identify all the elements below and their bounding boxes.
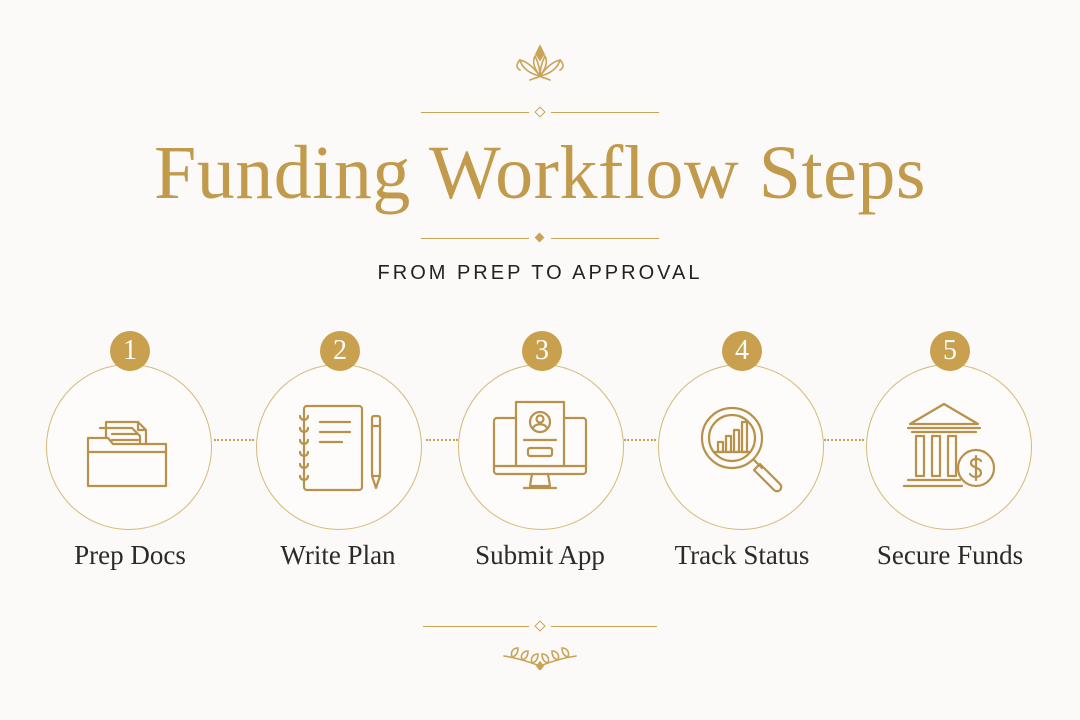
top-lotus-ornament-icon — [516, 44, 564, 81]
connector-4-5 — [824, 439, 864, 441]
bottom-divider-left — [423, 626, 529, 627]
page-title: Funding Workflow Steps — [154, 131, 926, 215]
top-divider-right — [551, 112, 659, 113]
title-divider-right — [551, 238, 659, 239]
top-divider-diamond — [534, 106, 546, 118]
magnifier-chart-icon — [700, 406, 783, 493]
step-3: 3 — [458, 331, 626, 532]
connector-1-2 — [214, 439, 254, 441]
top-divider-left — [421, 112, 529, 113]
step-number-badge: 1 — [110, 331, 150, 371]
step-circle — [256, 364, 422, 530]
step-2: 2 — [256, 331, 424, 532]
folder-documents-icon — [86, 420, 168, 488]
title-divider-left — [421, 238, 529, 239]
title-divider-diamond — [534, 232, 545, 243]
step-label: Track Status — [674, 540, 810, 570]
step-number-badge: 2 — [320, 331, 360, 371]
step-label: Submit App — [475, 540, 605, 570]
step-label: Secure Funds — [876, 540, 1024, 570]
laurel-ornament-icon — [503, 647, 577, 670]
step-number-badge: 4 — [722, 331, 762, 371]
step-4: 4 — [658, 331, 826, 532]
notebook-pen-icon — [298, 404, 382, 492]
step-number-badge: 3 — [522, 331, 562, 371]
step-5: 5 — [866, 331, 1034, 532]
step-1: 1 — [46, 331, 214, 532]
bank-dollar-icon — [902, 402, 996, 488]
bottom-divider-diamond — [534, 620, 546, 632]
page-subtitle: FROM PREP TO APPROVAL — [377, 262, 703, 284]
connector-3-4 — [624, 439, 656, 441]
connector-2-3 — [426, 439, 458, 441]
step-label: Write Plan — [280, 540, 396, 570]
bottom-divider-right — [551, 626, 657, 627]
monitor-application-icon — [492, 400, 588, 490]
step-number-badge: 5 — [930, 331, 970, 371]
step-label: Prep Docs — [74, 540, 186, 570]
